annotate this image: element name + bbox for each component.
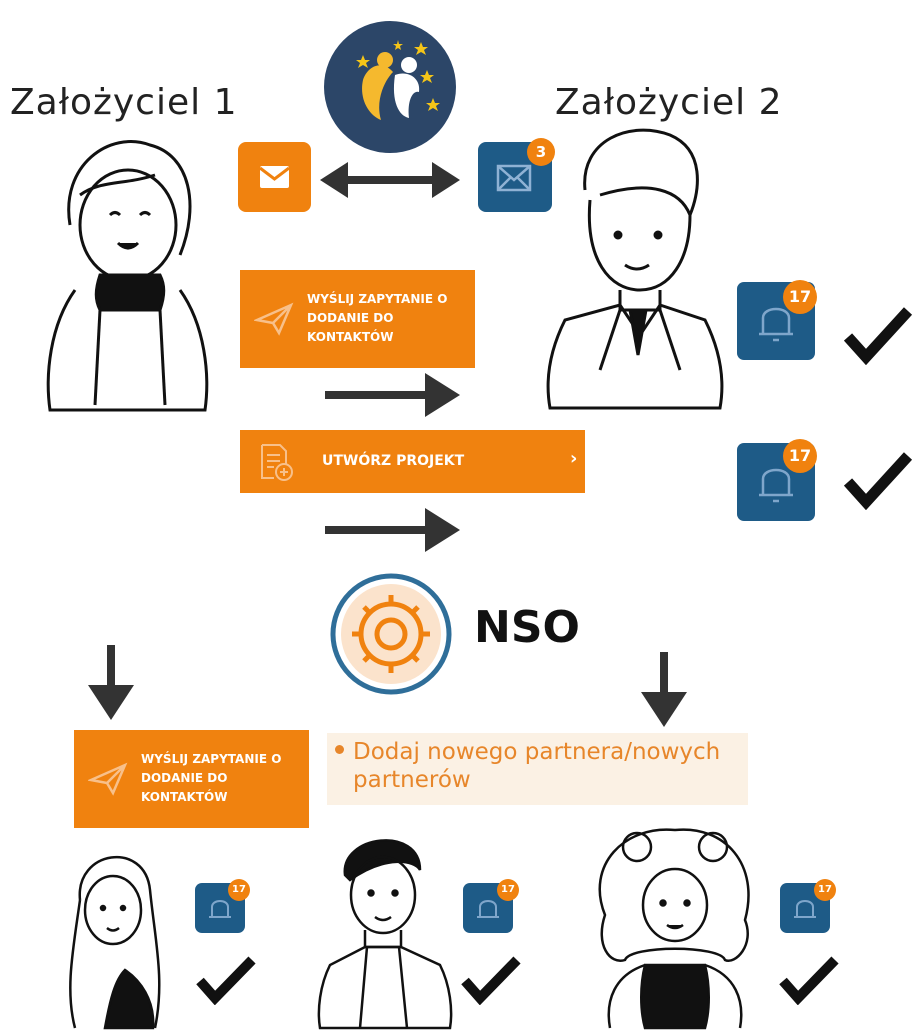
gear-icon <box>330 573 452 695</box>
mail-send-icon[interactable] <box>238 142 311 212</box>
arrow-right-icon-2 <box>325 508 460 552</box>
partner-1-avatar <box>55 840 175 1030</box>
founder-2-avatar <box>540 110 730 410</box>
arrow-down-icon-left <box>88 645 134 720</box>
partner-3-avatar <box>585 825 765 1030</box>
notification-bell-4[interactable] <box>463 883 513 933</box>
double-arrow-icon <box>320 160 460 200</box>
add-partner-label: Dodaj nowego partnera/nowych partnerów <box>353 739 721 793</box>
program-logo <box>323 20 458 155</box>
bell-icon <box>759 307 793 342</box>
chevron-right-icon: › <box>570 448 578 469</box>
checkmark-icon-2 <box>842 450 914 511</box>
bell-icon-2 <box>759 468 793 503</box>
checkmark-icon-4 <box>460 955 522 1006</box>
send-contact-request-label: WYŚLIJ ZAPYTANIE O DODANIE DO KONTAKTÓW <box>307 292 448 344</box>
notification-badge-5: 17 <box>814 879 836 901</box>
create-project-label: UTWÓRZ PROJEKT <box>322 453 465 469</box>
checkmark-icon-3 <box>195 955 257 1006</box>
mail-inbox-icon[interactable] <box>478 142 552 212</box>
founder-2-label: Założyciel 2 <box>555 82 783 123</box>
notification-bell-5[interactable] <box>780 883 830 933</box>
arrow-right-icon <box>325 373 460 417</box>
arrow-down-icon-right <box>641 652 687 727</box>
nso-label: NSO <box>474 602 580 653</box>
mail-unread-badge: 3 <box>527 138 555 166</box>
create-project-button[interactable]: UTWÓRZ PROJEKT › <box>240 430 585 493</box>
founder-1-label: Założyciel 1 <box>10 82 238 123</box>
founder-1-avatar <box>40 125 215 415</box>
send-contact-request-button-2[interactable]: WYŚLIJ ZAPYTANIE O DODANIE DO KONTAKTÓW <box>74 730 309 828</box>
partner-2-avatar <box>315 825 455 1030</box>
notification-badge-1: 17 <box>783 280 817 314</box>
checkmark-icon-1 <box>842 305 914 366</box>
notification-badge-3: 17 <box>228 879 250 901</box>
paper-plane-icon <box>254 302 294 336</box>
people-stars-icon <box>324 21 456 153</box>
notification-badge-2: 17 <box>783 439 817 473</box>
add-partner-link[interactable]: Dodaj nowego partnera/nowych partnerów <box>327 733 748 805</box>
checkmark-icon-5 <box>778 955 840 1006</box>
bullet-icon <box>335 745 344 754</box>
paper-plane-icon-2 <box>88 762 128 796</box>
send-contact-request-button[interactable]: WYŚLIJ ZAPYTANIE O DODANIE DO KONTAKTÓW <box>240 270 475 368</box>
notification-badge-4: 17 <box>497 879 519 901</box>
send-contact-request-label-2: WYŚLIJ ZAPYTANIE O DODANIE DO KONTAKTÓW <box>141 752 282 804</box>
document-add-icon <box>261 444 293 481</box>
